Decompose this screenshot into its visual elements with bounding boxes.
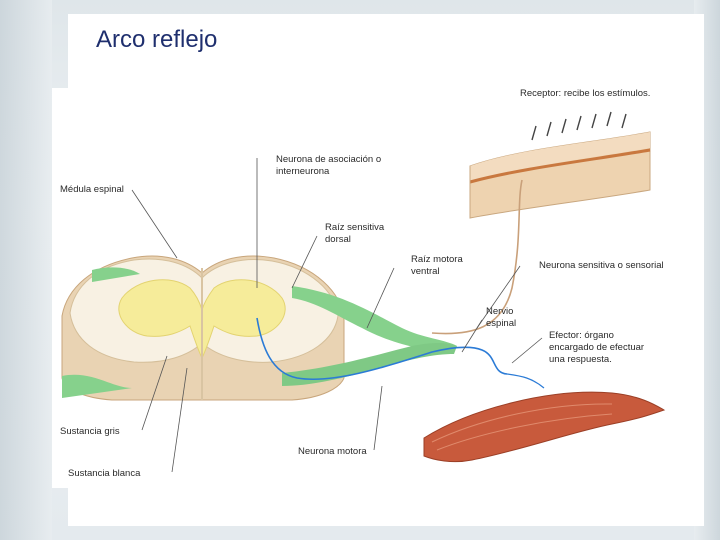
- label-sustancia-gris: Sustancia gris: [60, 426, 120, 437]
- nerve-roots: [62, 267, 457, 398]
- label-sustancia-blanca: Sustancia blanca: [68, 468, 141, 479]
- label-neurona-sensitiva: Neurona sensitiva o sensorial: [539, 260, 664, 271]
- label-nervio: Nervio: [486, 306, 513, 317]
- label-interneuron: Neurona de asociación o: [276, 154, 381, 165]
- label-medula: Médula espinal: [60, 184, 124, 195]
- muscle-effector: [423, 391, 666, 463]
- reflex-arc-diagram: Receptor: recibe los estímulos. Neurona …: [52, 88, 690, 488]
- skin-receptor: [469, 111, 651, 219]
- label-neurona-motora: Neurona motora: [298, 446, 367, 457]
- sensory-fiber: [431, 179, 523, 335]
- label-nervio-2: espinal: [486, 318, 516, 329]
- left-decoration: [0, 0, 52, 540]
- label-raiz-motora-2: ventral: [411, 266, 440, 277]
- label-receptor: Receptor: recibe los estímulos.: [520, 88, 650, 99]
- label-interneuron-2: interneurona: [276, 166, 330, 177]
- label-efector-2: encargado de efectuar: [549, 342, 644, 353]
- label-raiz-sensitiva-2: dorsal: [325, 234, 351, 245]
- label-efector: Efector: órgano: [549, 330, 614, 341]
- motor-path: [256, 317, 508, 381]
- label-raiz-motora: Raíz motora: [411, 254, 463, 265]
- slide-title: Arco reflejo: [96, 26, 218, 53]
- spinal-cord: [61, 255, 345, 401]
- leader-lines: [131, 158, 543, 473]
- label-efector-3: una respuesta.: [549, 354, 612, 365]
- label-raiz-sensitiva: Raíz sensitiva: [325, 222, 385, 233]
